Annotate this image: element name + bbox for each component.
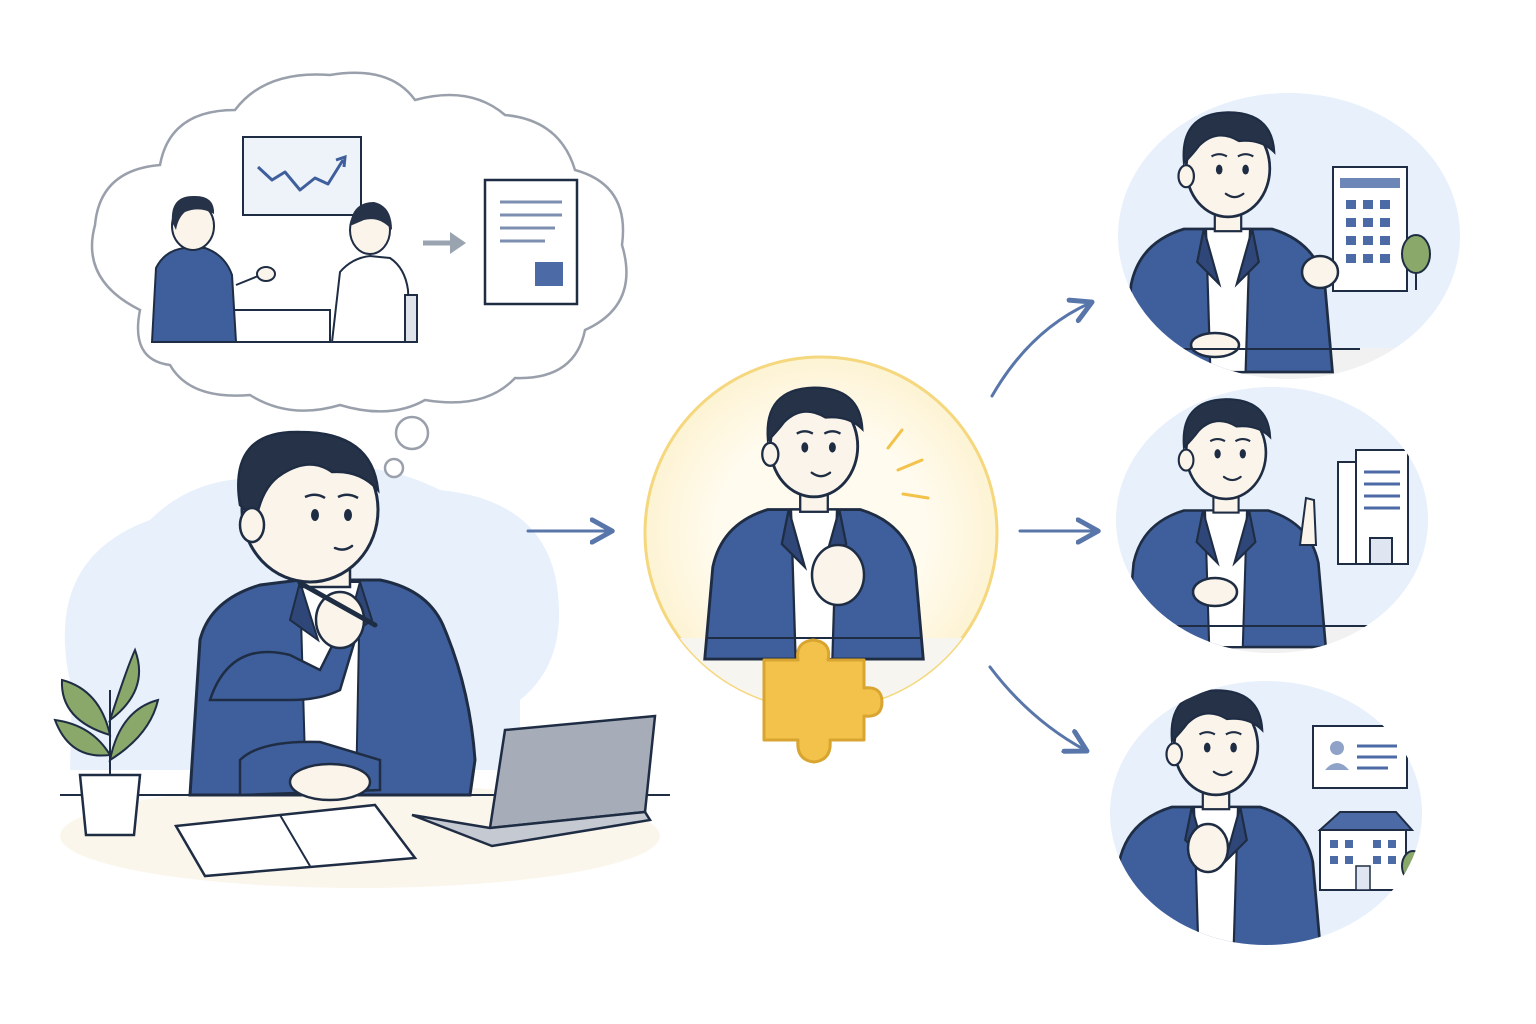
trend-chart-icon xyxy=(242,136,362,216)
laptop-icon xyxy=(411,714,657,848)
potted-plant-icon xyxy=(53,647,160,837)
arrow-to-outcome-top xyxy=(990,303,1090,398)
thinking-man-scene xyxy=(53,430,670,888)
puzzle-piece-icon xyxy=(762,638,884,764)
pen-icon xyxy=(297,580,378,628)
arrow-to-outcome-bottom xyxy=(988,665,1085,750)
document-icon xyxy=(483,178,579,306)
thinking-man-raised-arm xyxy=(208,628,357,702)
office-building-icon xyxy=(1332,166,1408,292)
tree-icon xyxy=(1401,234,1431,290)
sparkle-icon xyxy=(886,428,930,500)
thinking-man-hair xyxy=(237,430,380,523)
office-building-icon xyxy=(1337,449,1409,565)
id-card-icon xyxy=(1312,725,1408,789)
notebook-icon xyxy=(173,803,418,878)
gray-arrow-icon xyxy=(423,232,466,254)
outcome-presenting-company xyxy=(1118,93,1460,379)
office-building-icon xyxy=(1317,811,1415,891)
tree-icon xyxy=(1401,850,1422,890)
meeting-scene xyxy=(150,195,418,343)
flow-arrows xyxy=(526,303,1096,750)
pointing-finger xyxy=(1298,496,1318,546)
outcome-pointing-explaining xyxy=(1116,387,1428,653)
insight-scene xyxy=(643,355,999,764)
outcome-confident-with-profile xyxy=(1110,681,1422,945)
thought-bubble-icon xyxy=(90,71,628,479)
